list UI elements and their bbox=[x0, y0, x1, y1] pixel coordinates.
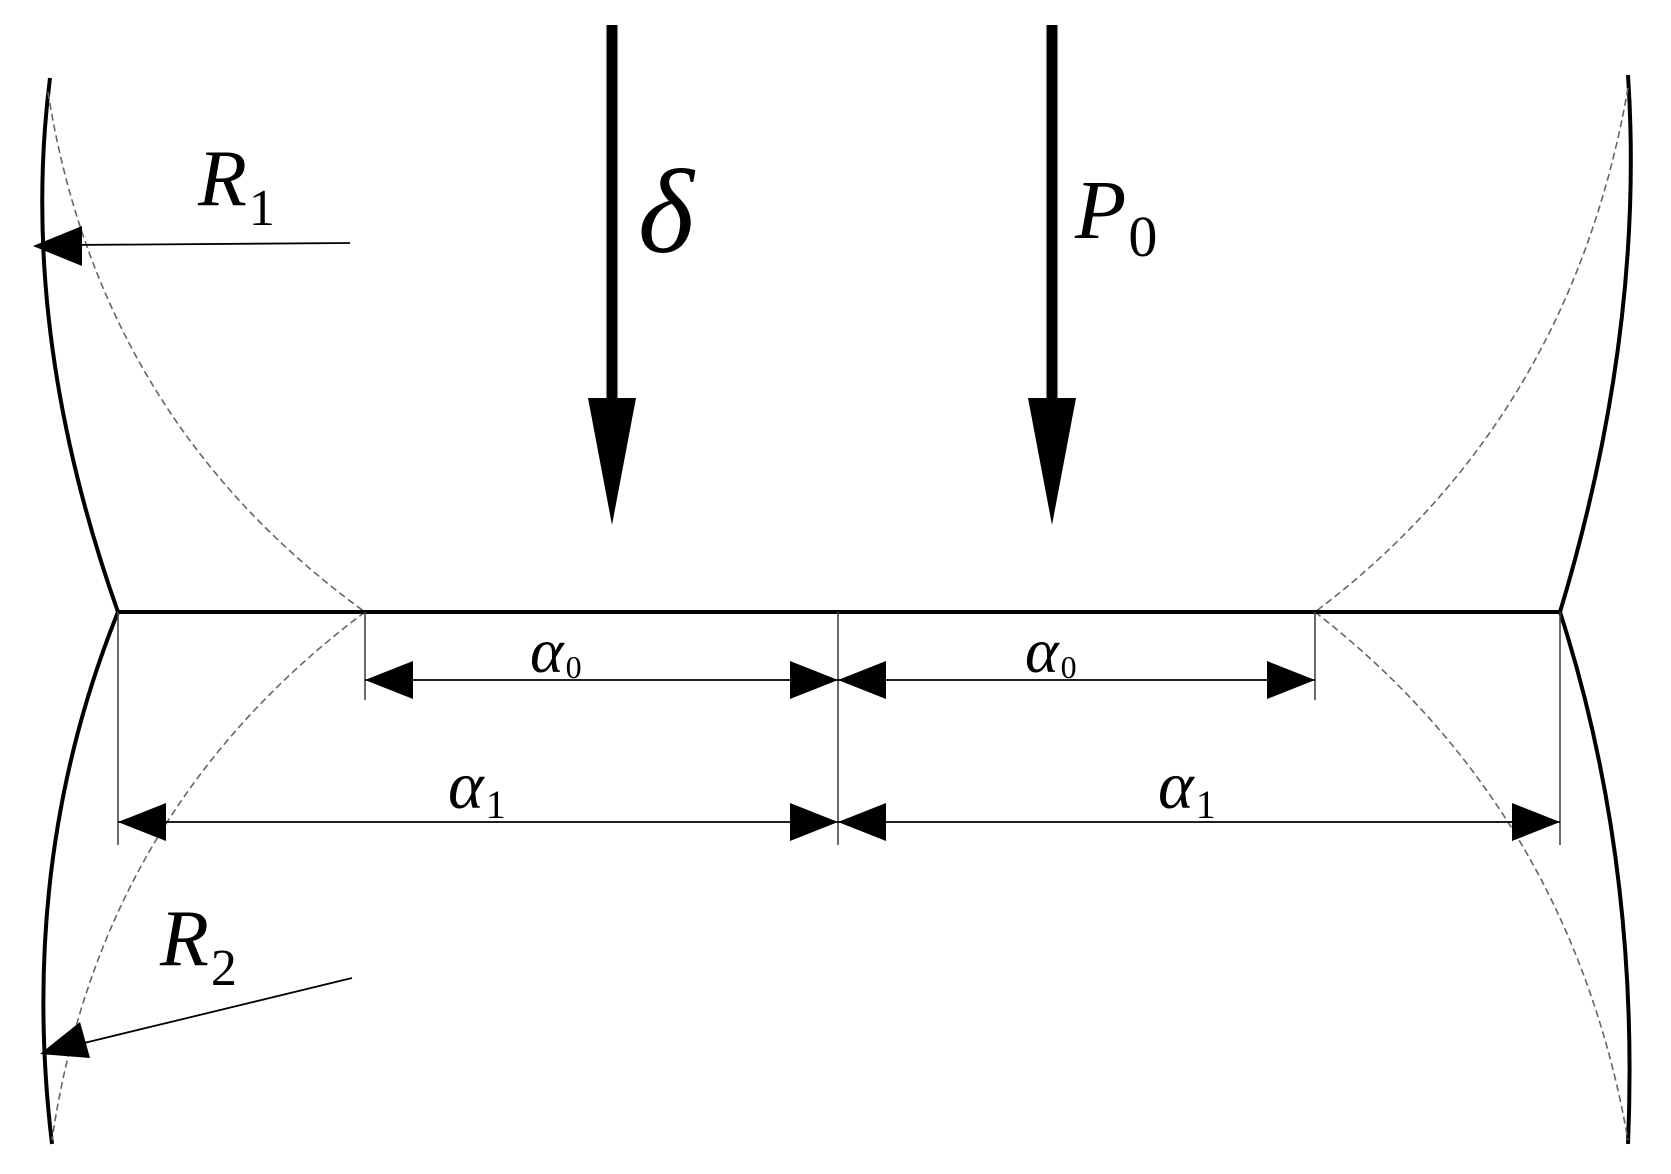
r1-label: R1 bbox=[197, 135, 275, 237]
r1-leader-line bbox=[69, 242, 351, 246]
r2-label: R2 bbox=[159, 895, 237, 997]
arrowhead-a0-right-end bbox=[1267, 661, 1315, 699]
r2-arrowhead bbox=[40, 1022, 90, 1058]
left-upper-dashed-arc bbox=[47, 91, 366, 613]
a0-right-label: α0 bbox=[1025, 615, 1077, 686]
p0-label: P0 bbox=[1074, 164, 1157, 269]
arrowhead-a1-right-start bbox=[838, 803, 886, 841]
arrowhead-a1-left-end bbox=[790, 803, 838, 841]
arrowhead-a0-left-start bbox=[365, 661, 413, 699]
p0-arrow-head bbox=[1028, 398, 1076, 525]
right-lower-profile bbox=[1558, 611, 1632, 1145]
left-lower-dashed-arc bbox=[51, 611, 366, 1141]
a1-right-label: α1 bbox=[1158, 747, 1216, 827]
left-lower-profile bbox=[41, 611, 120, 1145]
a1-left-label: α1 bbox=[448, 747, 506, 827]
a0-left-label: α0 bbox=[530, 615, 582, 686]
right-upper-dashed-arc bbox=[1314, 87, 1629, 613]
left-upper-profile bbox=[40, 77, 120, 613]
delta-label: δ bbox=[638, 145, 696, 278]
delta-arrow-head bbox=[588, 398, 636, 525]
r2-leader-line bbox=[79, 977, 353, 1045]
arrowhead-a0-right-start bbox=[838, 661, 886, 699]
arrowhead-a0-left-end bbox=[790, 661, 838, 699]
right-upper-profile bbox=[1558, 74, 1633, 613]
arrowhead-a1-left-start bbox=[118, 803, 166, 841]
r1-arrowhead bbox=[33, 226, 82, 266]
right-lower-dashed-arc bbox=[1314, 611, 1629, 1141]
arrowhead-a1-right-end bbox=[1512, 803, 1560, 841]
